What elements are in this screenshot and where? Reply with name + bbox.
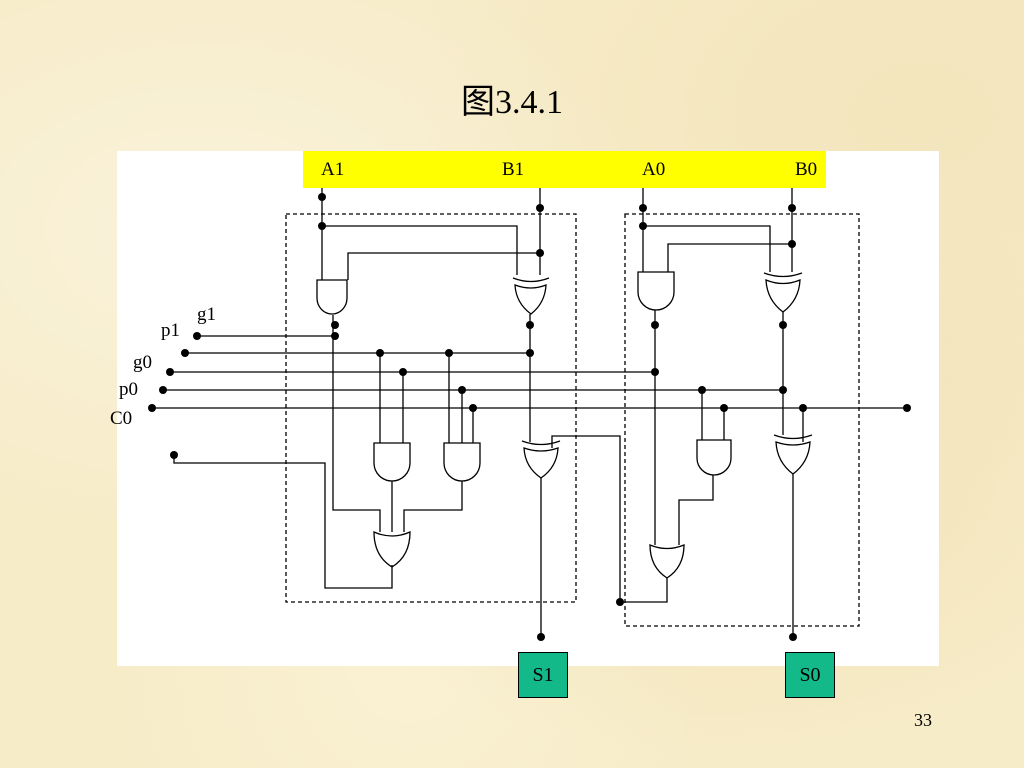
or-gate-c2 [373, 531, 411, 568]
input-a0-label: A0 [642, 159, 666, 180]
input-b0-label: B0 [795, 159, 818, 180]
g1-label: g1 [197, 304, 216, 325]
page-number: 33 [914, 710, 932, 730]
and-gate-g0 [637, 271, 675, 311]
xor-gate-p0 [763, 272, 803, 313]
input-label-bar [303, 151, 826, 188]
xor-gate-s1 [521, 440, 561, 479]
and-gate-g1 [316, 279, 348, 315]
output-s1-box: S1 [518, 652, 568, 698]
wire-a1 [321, 188, 541, 280]
c0-label: C0 [110, 408, 133, 429]
and-gate-c2b [443, 442, 481, 482]
wire-c2 [173, 455, 393, 589]
p1-label: p1 [161, 320, 180, 341]
and-gate-c1 [696, 439, 732, 476]
input-a1-label: A1 [321, 159, 345, 180]
g0-label: g0 [133, 352, 152, 373]
wire-a0 [642, 188, 793, 272]
junction-dots [148, 193, 911, 641]
input-b1-label: B1 [502, 159, 525, 180]
wire-g1 [332, 315, 381, 532]
p0-label: p0 [119, 379, 138, 400]
or-gate-c1 [649, 544, 685, 579]
slide-title: 图3.4.1 [461, 84, 563, 121]
xor-gate-p1 [512, 277, 550, 315]
xor-gate-s0 [773, 434, 813, 475]
and-gate-c2a [373, 442, 411, 482]
output-s0-box: S0 [785, 652, 835, 698]
bit0-module-box [624, 213, 860, 627]
